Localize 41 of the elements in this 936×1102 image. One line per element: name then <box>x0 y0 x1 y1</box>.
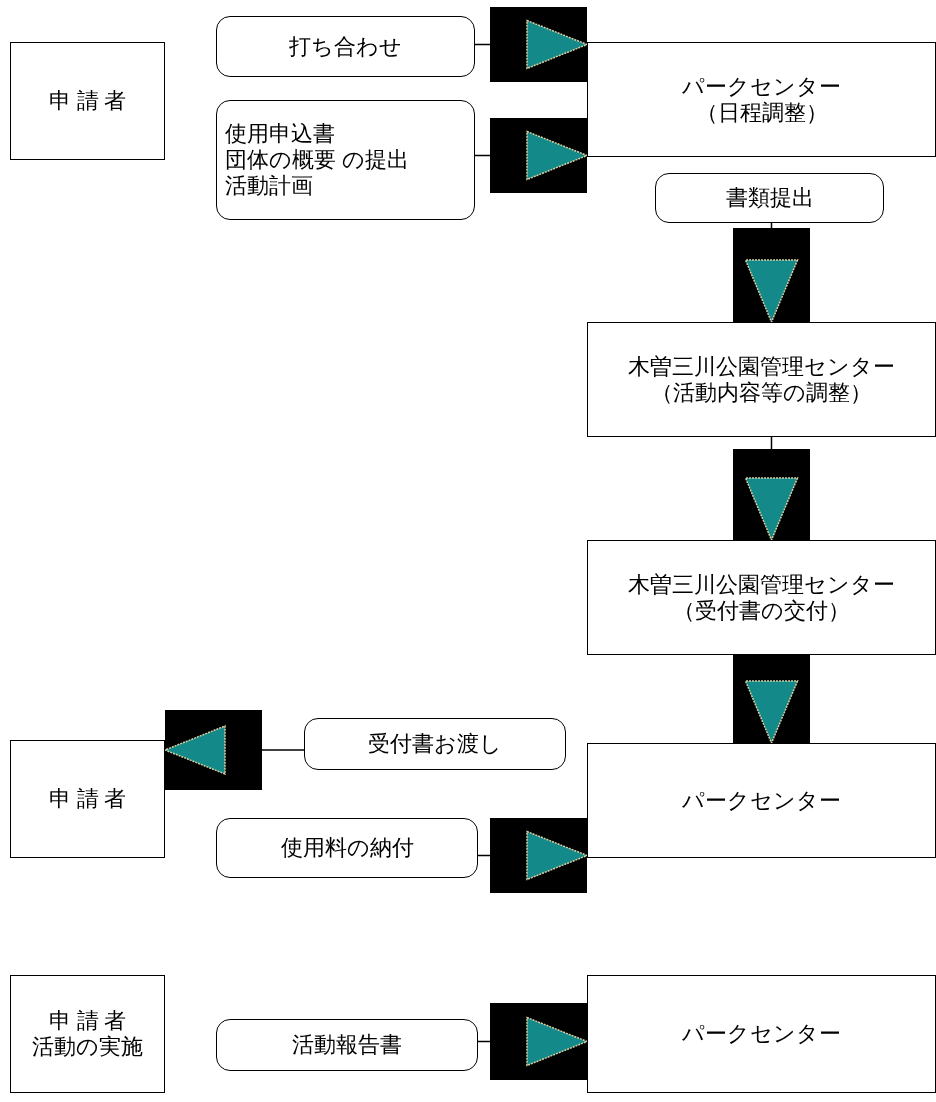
node-text: 申 請 者 <box>49 88 126 114</box>
node-text: パークセンター <box>682 787 841 814</box>
document-box <box>304 718 566 770</box>
block-arrow <box>733 222 810 323</box>
block-arrow <box>164 710 305 790</box>
process-box <box>10 975 165 1093</box>
document-box <box>655 173 884 223</box>
process-box <box>587 42 936 157</box>
process-box <box>10 42 165 160</box>
document-box <box>216 1019 478 1071</box>
node-text: 使用料の納付 <box>280 835 414 861</box>
node-text: 受付書お渡し <box>368 731 502 757</box>
block-arrow <box>477 818 588 893</box>
node-text: （日程調整） <box>695 99 828 126</box>
process-box <box>587 975 936 1093</box>
node-text: 申 請 者 <box>49 1008 126 1034</box>
document-box <box>216 818 478 878</box>
node-text: 書類提出 <box>725 185 814 211</box>
node-text: 活動報告書 <box>292 1032 402 1058</box>
block-arrow <box>474 7 588 82</box>
process-box <box>587 322 936 437</box>
process-box <box>587 540 936 655</box>
node-text: 使用申込書 <box>225 121 335 147</box>
document-box <box>216 100 475 220</box>
block-arrow <box>474 118 588 193</box>
node-text: パークセンター <box>682 73 841 100</box>
node-text: （受付書の交付） <box>673 597 850 624</box>
node-text: （活動内容等の調整） <box>651 379 872 406</box>
node-text: 木曽三川公園管理センター <box>628 353 895 380</box>
node-text: 活動の実施 <box>32 1034 143 1060</box>
node-text: パークセンター <box>682 1021 841 1047</box>
document-box <box>216 16 475 77</box>
node-text: 申 請 者 <box>49 786 126 812</box>
process-box <box>587 743 936 858</box>
node-text: 打ち合わせ <box>289 33 402 60</box>
process-box <box>10 740 165 858</box>
node-text: 木曽三川公園管理センター <box>628 571 895 598</box>
block-arrow <box>733 436 810 541</box>
node-text: 団体の概要 の提出 <box>225 147 409 173</box>
node-text: 活動計画 <box>225 173 313 199</box>
block-arrow <box>477 1003 588 1080</box>
